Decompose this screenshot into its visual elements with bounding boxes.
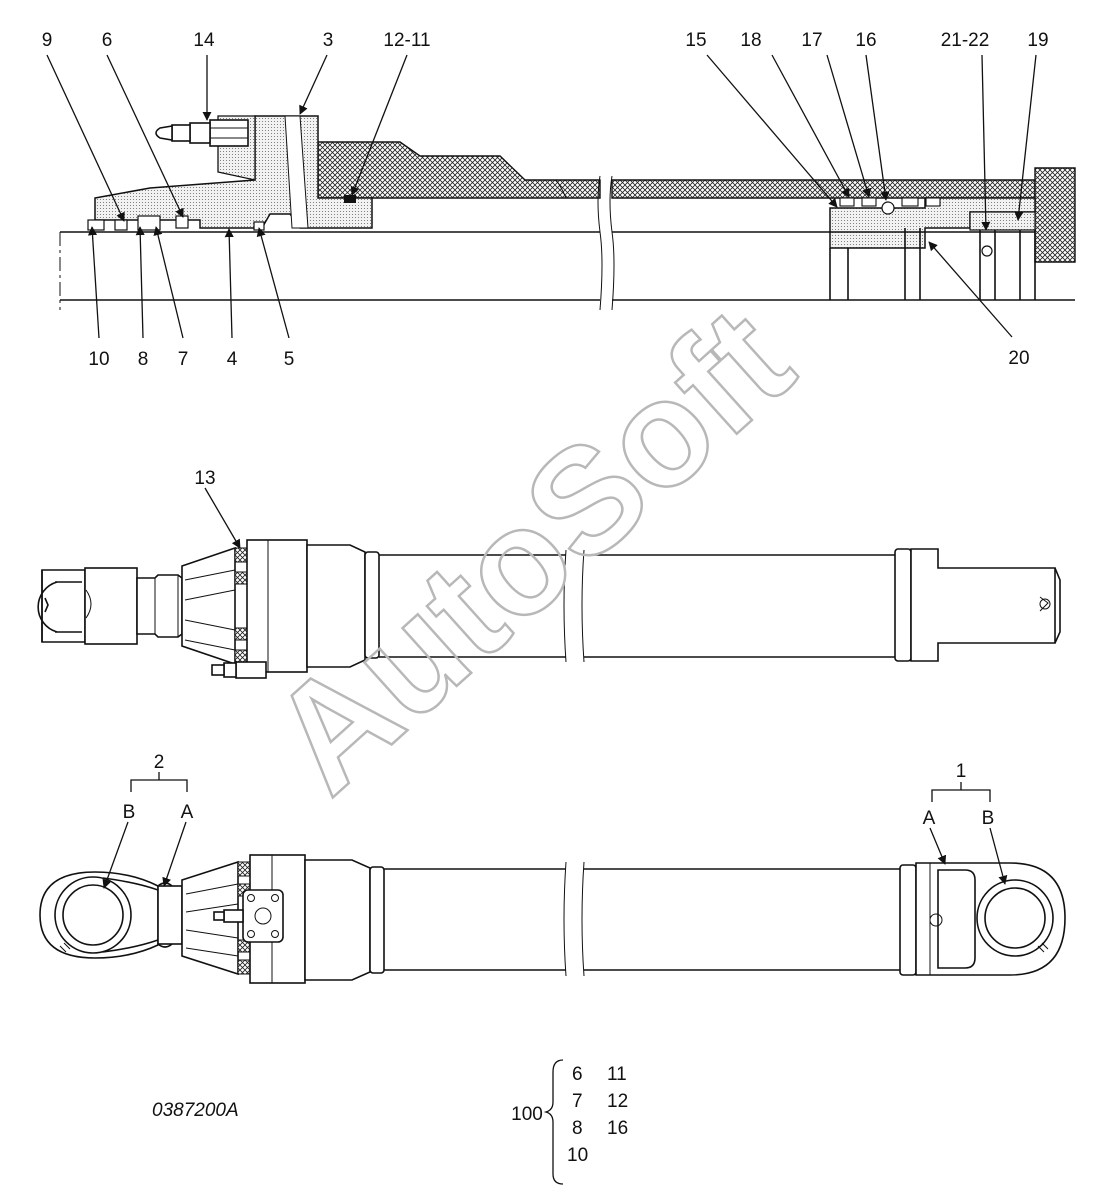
callout-1-b: B	[982, 808, 995, 829]
kit-item: 11	[607, 1064, 627, 1085]
kit-item: 16	[607, 1118, 628, 1139]
callout-1: 1	[956, 761, 967, 782]
callout-17: 17	[801, 30, 822, 51]
section-view	[59, 115, 1076, 311]
kit-item: 6	[572, 1064, 583, 1085]
kit-item: 12	[607, 1091, 628, 1112]
callout-13: 13	[194, 468, 215, 489]
callout-8: 8	[138, 349, 149, 370]
seal-kit-list: 100 6 7 8 10 11 12 16	[511, 1059, 628, 1185]
callout-1-a: A	[923, 808, 936, 829]
callout-10: 10	[88, 349, 109, 370]
callout-2: 2	[154, 752, 165, 773]
section-leaders	[46, 54, 1037, 339]
callout-20: 20	[1008, 348, 1029, 369]
section-callouts: 9 6 14 3 12-11 15 18 17 16 21-22 19 10 8…	[42, 30, 1049, 370]
callout-7: 7	[178, 349, 189, 370]
callout-12-11: 12-11	[383, 30, 430, 51]
callout-21-22: 21-22	[941, 30, 990, 51]
kit-number: 100	[511, 1104, 543, 1125]
kit-item: 7	[572, 1091, 583, 1112]
kit-item: 10	[567, 1145, 588, 1166]
callout-5: 5	[284, 349, 295, 370]
callout-6: 6	[102, 30, 113, 51]
callout-9: 9	[42, 30, 53, 51]
kit-brace	[543, 1059, 564, 1185]
callout-14: 14	[193, 30, 215, 51]
callout-16: 16	[855, 30, 876, 51]
side-leaders	[204, 487, 241, 549]
callout-3: 3	[323, 30, 334, 51]
kit-item: 8	[572, 1118, 583, 1139]
callout-2-b: B	[123, 802, 136, 823]
top-view-leaders	[102, 772, 1008, 889]
side-view	[37, 539, 1061, 679]
drawing-code: 0387200A	[152, 1100, 239, 1121]
callout-2-a: A	[181, 802, 194, 823]
callout-15: 15	[685, 30, 706, 51]
callout-18: 18	[740, 30, 761, 51]
callout-4: 4	[227, 349, 238, 370]
callout-19: 19	[1027, 30, 1048, 51]
top-view	[39, 854, 1066, 984]
